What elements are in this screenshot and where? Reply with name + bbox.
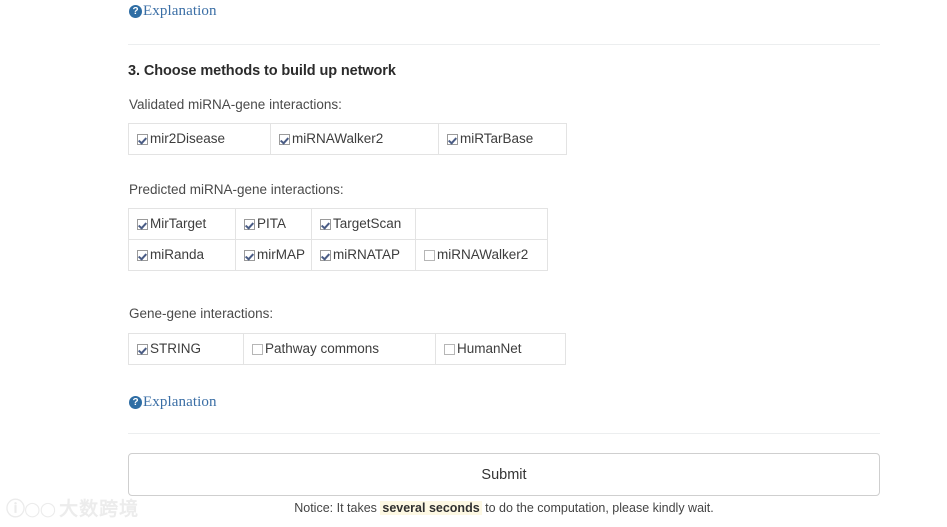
notice-text: Notice: It takes several seconds to do t… — [128, 501, 880, 515]
table-row: miRanda mirMAP miRNATAP — [128, 239, 548, 271]
page-title: 3. Choose methods to build up network — [128, 63, 396, 79]
checkbox-cell-mirnatap[interactable]: miRNATAP — [311, 239, 416, 271]
checkbox-cell-string[interactable]: STRING — [128, 333, 244, 365]
checkbox-mirnawalker2-predicted[interactable] — [424, 249, 435, 261]
checkbox-cell-mir2disease[interactable]: mir2Disease — [128, 123, 271, 155]
checkbox-label-mirmap: mirMAP — [257, 247, 305, 263]
checkbox-table-validated-body: mir2Disease miRNAWalker2 miRTarBase — [128, 123, 567, 155]
table-row: mir2Disease miRNAWalker2 miRTarBase — [128, 123, 567, 155]
notice-prefix: Notice: It takes — [294, 501, 381, 515]
checkbox-label-mirnawalker2-predicted: miRNAWalker2 — [437, 247, 529, 263]
checkbox-string[interactable] — [137, 343, 148, 355]
checkbox-table-predicted: MirTarget PITA TargetScan — [128, 208, 548, 271]
checkbox-humannet[interactable] — [444, 343, 455, 355]
checkbox-label-pathway-commons: Pathway commons — [265, 341, 380, 357]
table-row: MirTarget PITA TargetScan — [128, 208, 548, 240]
checkbox-miranda[interactable] — [137, 249, 148, 261]
checkbox-cell-pita[interactable]: PITA — [235, 208, 312, 240]
checkbox-cell-mirtarbase[interactable]: miRTarBase — [438, 123, 567, 155]
checkbox-label-humannet: HumanNet — [457, 341, 522, 357]
checkbox-mirtarget[interactable] — [137, 218, 148, 230]
checkbox-mirmap[interactable] — [244, 249, 255, 261]
explanation-link-top-label: Explanation — [143, 3, 217, 19]
checkbox-cell-empty — [415, 208, 548, 240]
checkbox-pita[interactable] — [244, 218, 255, 230]
checkbox-pathway-commons[interactable] — [252, 343, 263, 355]
checkbox-mirtarbase[interactable] — [447, 133, 458, 145]
checkbox-mirnawalker2[interactable] — [279, 133, 290, 145]
checkbox-targetscan[interactable] — [320, 218, 331, 230]
explanation-link-bottom[interactable]: ? Explanation — [129, 394, 217, 411]
checkbox-label-string: STRING — [150, 341, 202, 357]
checkbox-mir2disease[interactable] — [137, 133, 148, 145]
notice-suffix: to do the computation, please kindly wai… — [481, 501, 714, 515]
checkbox-label-miranda: miRanda — [150, 247, 205, 263]
checkbox-table-gene-gene-body: STRING Pathway commons HumanNet — [128, 333, 566, 365]
checkbox-label-pita: PITA — [257, 216, 287, 232]
checkbox-label-targetscan: TargetScan — [333, 216, 402, 232]
table-row: STRING Pathway commons HumanNet — [128, 333, 566, 365]
question-circle-icon: ? — [129, 5, 142, 18]
checkbox-cell-mirnawalker2[interactable]: miRNAWalker2 — [270, 123, 439, 155]
submit-button[interactable]: Submit — [128, 453, 880, 496]
checkbox-label-mirtarbase: miRTarBase — [460, 131, 534, 147]
checkbox-table-predicted-body: MirTarget PITA TargetScan — [128, 208, 548, 271]
checkbox-table-validated: mir2Disease miRNAWalker2 miRTarBase — [128, 123, 567, 155]
watermark: ⓘ○○ 大数跨境 — [6, 494, 139, 521]
question-circle-icon: ? — [129, 396, 142, 409]
group-label-predicted: Predicted miRNA-gene interactions: — [129, 182, 344, 197]
checkbox-cell-humannet[interactable]: HumanNet — [435, 333, 566, 365]
checkbox-cell-miranda[interactable]: miRanda — [128, 239, 236, 271]
checkbox-label-mirtarget: MirTarget — [150, 216, 207, 232]
checkbox-cell-pathway-commons[interactable]: Pathway commons — [243, 333, 436, 365]
explanation-link-top[interactable]: ? Explanation — [129, 3, 217, 20]
checkbox-cell-mirtarget[interactable]: MirTarget — [128, 208, 236, 240]
checkbox-cell-mirnawalker2-predicted[interactable]: miRNAWalker2 — [415, 239, 548, 271]
checkbox-label-mirnatap: miRNATAP — [333, 247, 400, 263]
checkbox-cell-mirmap[interactable]: mirMAP — [235, 239, 312, 271]
checkbox-table-gene-gene: STRING Pathway commons HumanNet — [128, 333, 566, 365]
group-label-validated: Validated miRNA-gene interactions: — [129, 97, 342, 112]
group-label-gene-gene: Gene-gene interactions: — [129, 306, 274, 321]
divider-bottom — [128, 433, 880, 434]
watermark-logo-icon: ⓘ○○ — [6, 498, 56, 520]
notice-highlight: several seconds — [380, 501, 482, 515]
checkbox-cell-targetscan[interactable]: TargetScan — [311, 208, 416, 240]
checkbox-mirnatap[interactable] — [320, 249, 331, 261]
checkbox-label-mirnawalker2: miRNAWalker2 — [292, 131, 384, 147]
checkbox-label-mir2disease: mir2Disease — [150, 131, 226, 147]
divider-top — [128, 44, 880, 45]
explanation-link-bottom-label: Explanation — [143, 394, 217, 410]
